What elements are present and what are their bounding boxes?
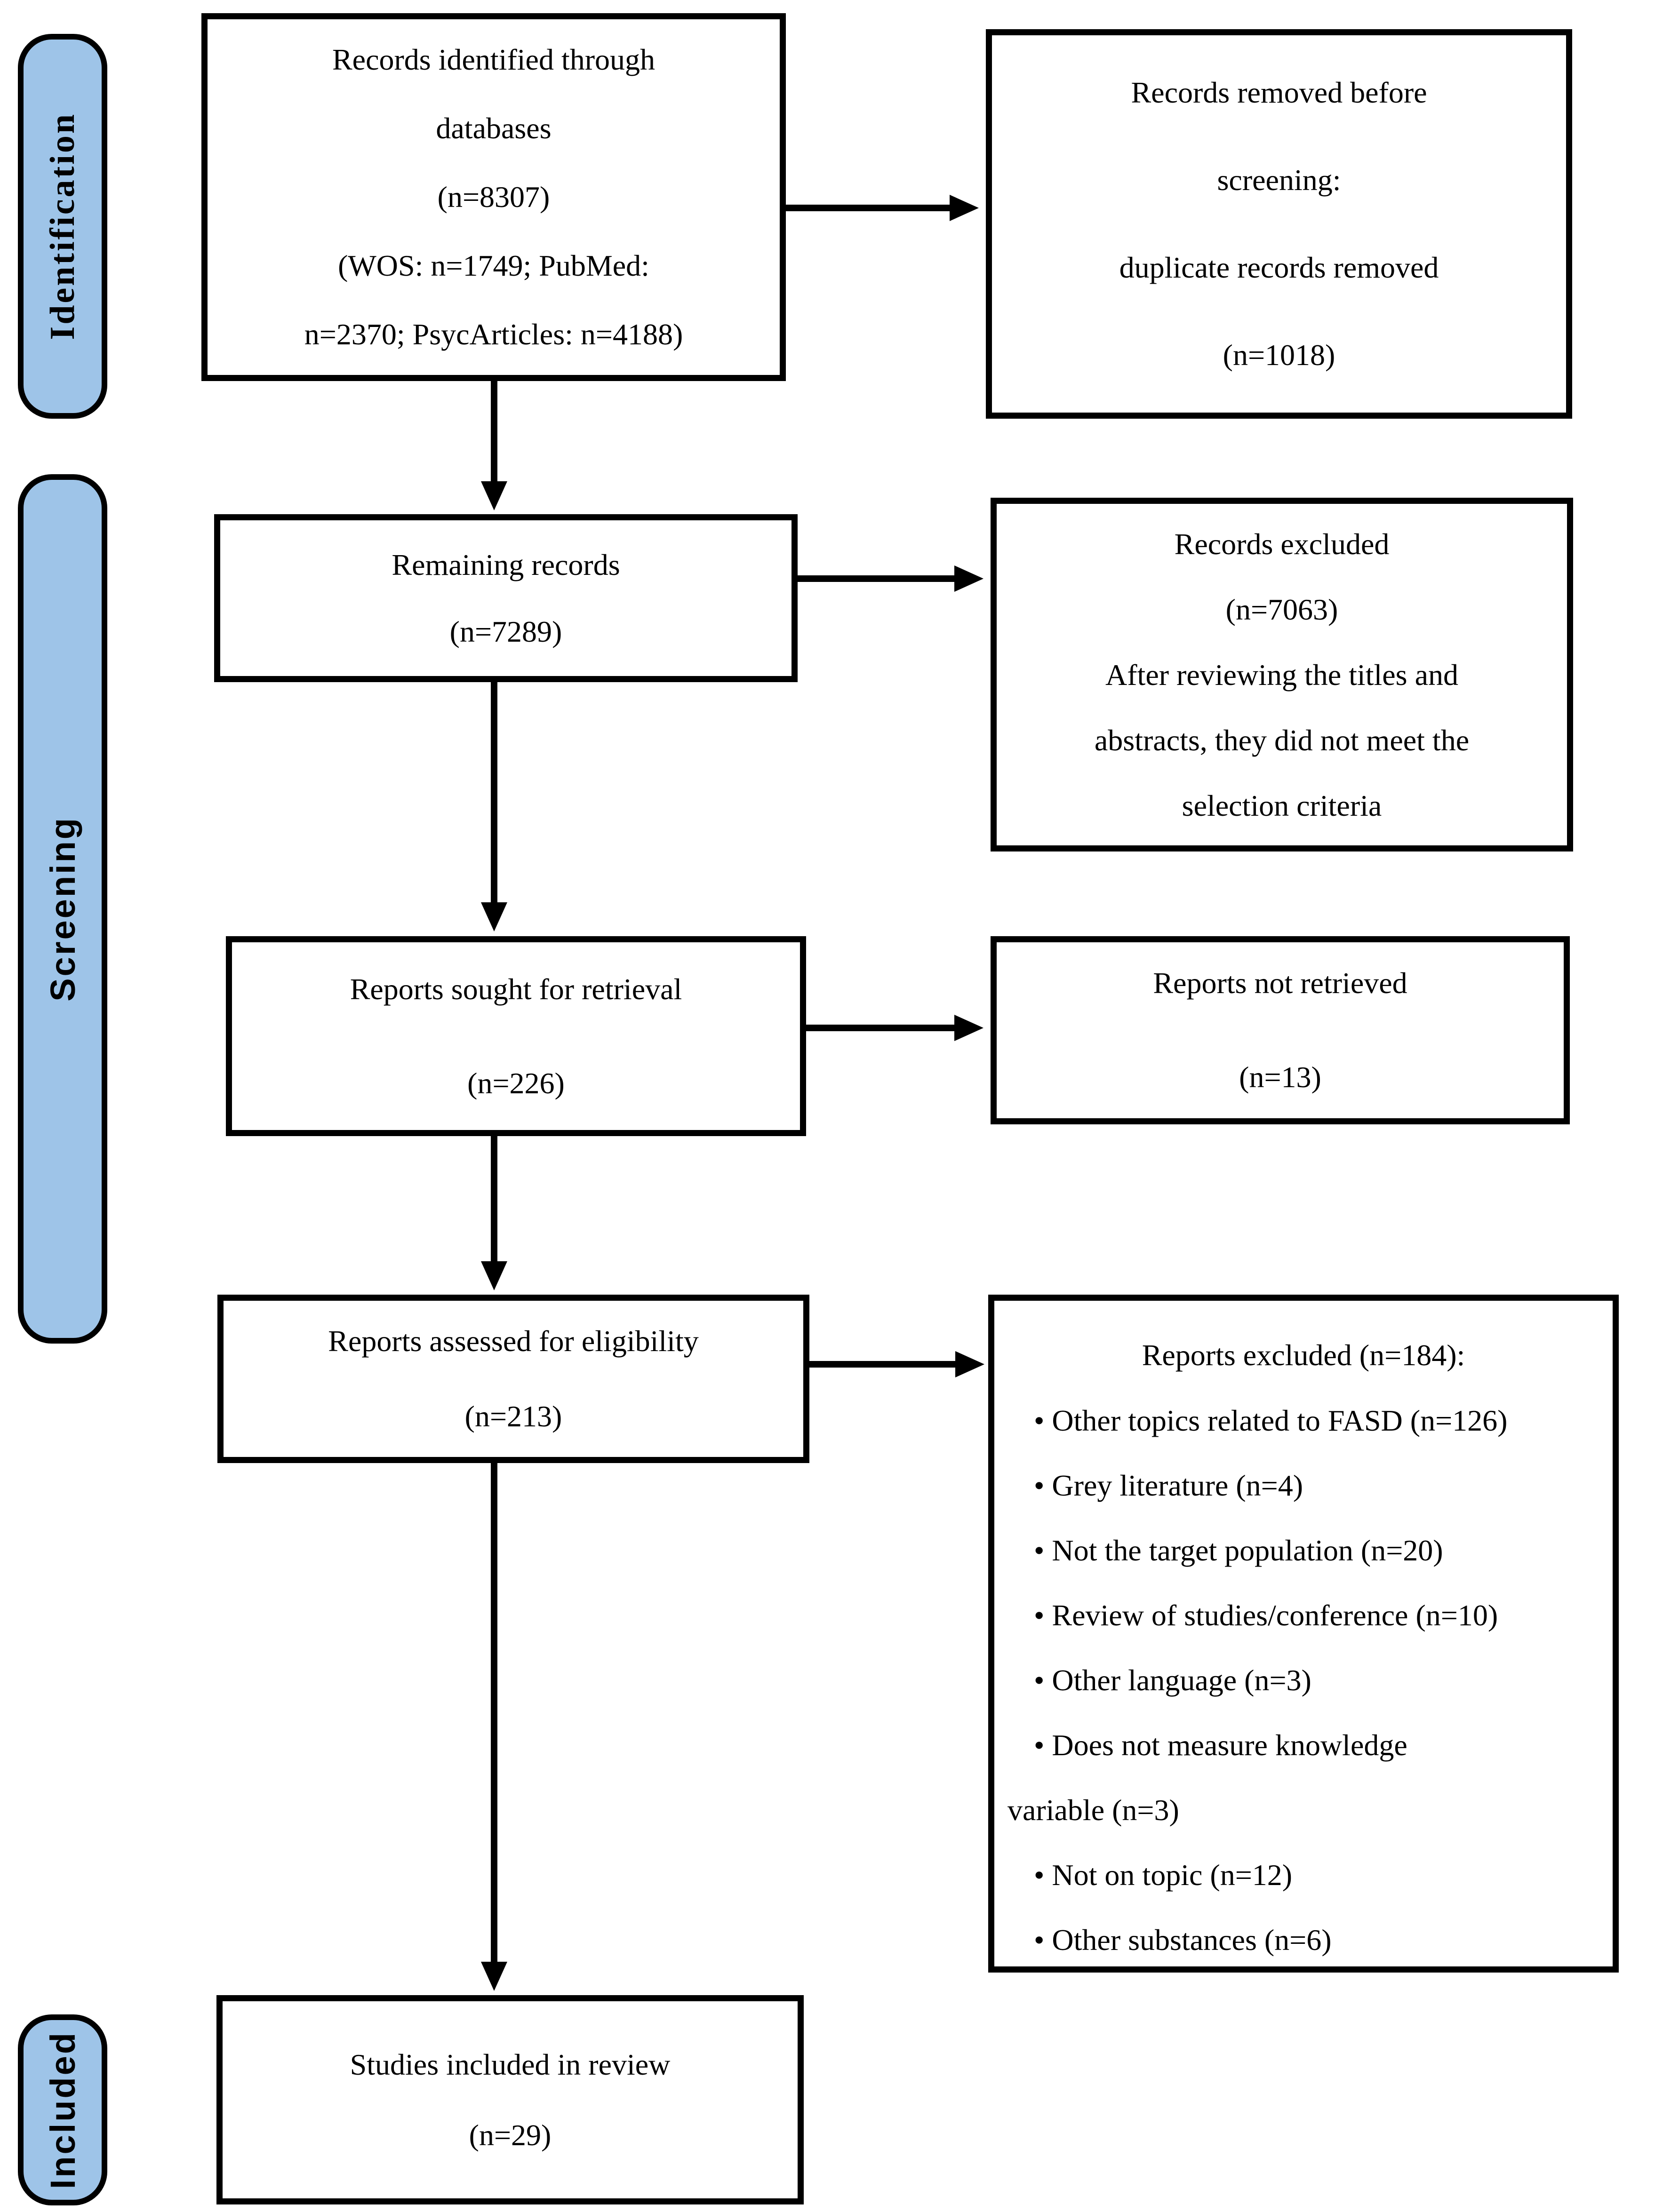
arrowhead-down-icon bbox=[481, 1261, 507, 1290]
stage-pill-included: Included bbox=[18, 2014, 107, 2205]
box-text-line: Reports not retrieved bbox=[1153, 966, 1407, 1000]
box-reports-excluded-list: Reports excluded (n=184): • Other topics… bbox=[988, 1295, 1619, 1973]
arrowhead-right-icon bbox=[955, 1351, 984, 1377]
arrow-shaft bbox=[786, 205, 951, 211]
excluded-reason-item-continuation: variable (n=3) bbox=[1007, 1793, 1179, 1827]
arrowhead-right-icon bbox=[954, 565, 983, 592]
box-text-line: (n=226) bbox=[467, 1066, 565, 1100]
box-records-excluded: Records excluded (n=7063) After reviewin… bbox=[991, 498, 1573, 851]
excluded-reason-item: • Other substances (n=6) bbox=[1034, 1923, 1332, 1957]
box-text-line: Remaining records bbox=[392, 548, 620, 581]
box-text-line: (n=29) bbox=[469, 2118, 552, 2152]
arrowhead-right-icon bbox=[950, 195, 979, 221]
box-text-line: abstracts, they did not meet the bbox=[1094, 723, 1470, 757]
box-reports-sought: Reports sought for retrieval (n=226) bbox=[226, 936, 806, 1136]
box-text-line: (n=213) bbox=[464, 1400, 562, 1433]
box-text-line: (n=7289) bbox=[449, 614, 562, 648]
arrowhead-down-icon bbox=[481, 902, 507, 931]
excluded-reason-item: • Does not measure knowledge bbox=[1034, 1728, 1407, 1762]
excluded-reason-item: • Not on topic (n=12) bbox=[1034, 1858, 1293, 1892]
box-text-line: (n=7063) bbox=[1225, 592, 1338, 626]
arrowhead-down-icon bbox=[481, 1962, 507, 1991]
box-text-line: Studies included in review bbox=[350, 2047, 671, 2081]
box-text-line: Reports sought for retrieval bbox=[350, 972, 682, 1006]
arrow-shaft bbox=[491, 682, 497, 903]
box-text-line: (n=1018) bbox=[1223, 338, 1335, 372]
stage-pill-identification: Identification bbox=[18, 34, 107, 419]
excluded-reason-item: • Not the target population (n=20) bbox=[1034, 1534, 1443, 1567]
box-text-line: After reviewing the titles and bbox=[1105, 658, 1458, 692]
arrow-shaft bbox=[491, 1136, 497, 1262]
excluded-reason-item: • Review of studies/conference (n=10) bbox=[1034, 1599, 1498, 1632]
box-text-line: screening: bbox=[1217, 163, 1341, 197]
box-records-removed-before-screening: Records removed before screening: duplic… bbox=[986, 29, 1572, 419]
stage-label-identification: Identification bbox=[43, 112, 82, 340]
box-text-line: (WOS: n=1749; PubMed: bbox=[338, 249, 649, 282]
reports-excluded-title: Reports excluded (n=184): bbox=[1142, 1338, 1465, 1372]
box-text-line: Reports assessed for eligibility bbox=[328, 1324, 699, 1358]
arrow-shaft bbox=[806, 1025, 957, 1031]
box-reports-not-retrieved: Reports not retrieved (n=13) bbox=[991, 936, 1570, 1124]
box-text-line: (n=13) bbox=[1239, 1060, 1321, 1094]
box-text-line: (n=8307) bbox=[437, 180, 550, 214]
arrow-shaft bbox=[798, 575, 955, 582]
box-text-line: selection criteria bbox=[1182, 788, 1382, 822]
excluded-reason-item: • Other language (n=3) bbox=[1034, 1663, 1311, 1697]
box-text-line: n=2370; PsycArticles: n=4188) bbox=[304, 318, 683, 351]
box-remaining-records: Remaining records (n=7289) bbox=[214, 514, 798, 682]
excluded-reason-item: • Grey literature (n=4) bbox=[1034, 1469, 1303, 1502]
arrowhead-right-icon bbox=[954, 1015, 983, 1041]
box-studies-included: Studies included in review (n=29) bbox=[216, 1995, 804, 2204]
box-reports-assessed: Reports assessed for eligibility (n=213) bbox=[217, 1295, 809, 1463]
stage-label-screening: Screening bbox=[43, 816, 82, 1002]
box-text-line: Records excluded bbox=[1174, 527, 1390, 561]
box-text-line: Records identified through bbox=[332, 43, 656, 76]
arrow-shaft bbox=[809, 1361, 958, 1368]
stage-pill-screening: Screening bbox=[18, 474, 107, 1344]
box-text-line: Records removed before bbox=[1131, 76, 1427, 109]
box-text-line: duplicate records removed bbox=[1119, 251, 1439, 284]
box-records-identified: Records identified through databases (n=… bbox=[201, 13, 786, 381]
arrow-shaft bbox=[491, 381, 497, 482]
arrow-shaft bbox=[491, 1463, 497, 1963]
excluded-reason-item: • Other topics related to FASD (n=126) bbox=[1034, 1404, 1508, 1437]
arrowhead-down-icon bbox=[481, 481, 507, 510]
box-text-line: databases bbox=[436, 111, 552, 145]
stage-label-included: Included bbox=[43, 2030, 82, 2189]
